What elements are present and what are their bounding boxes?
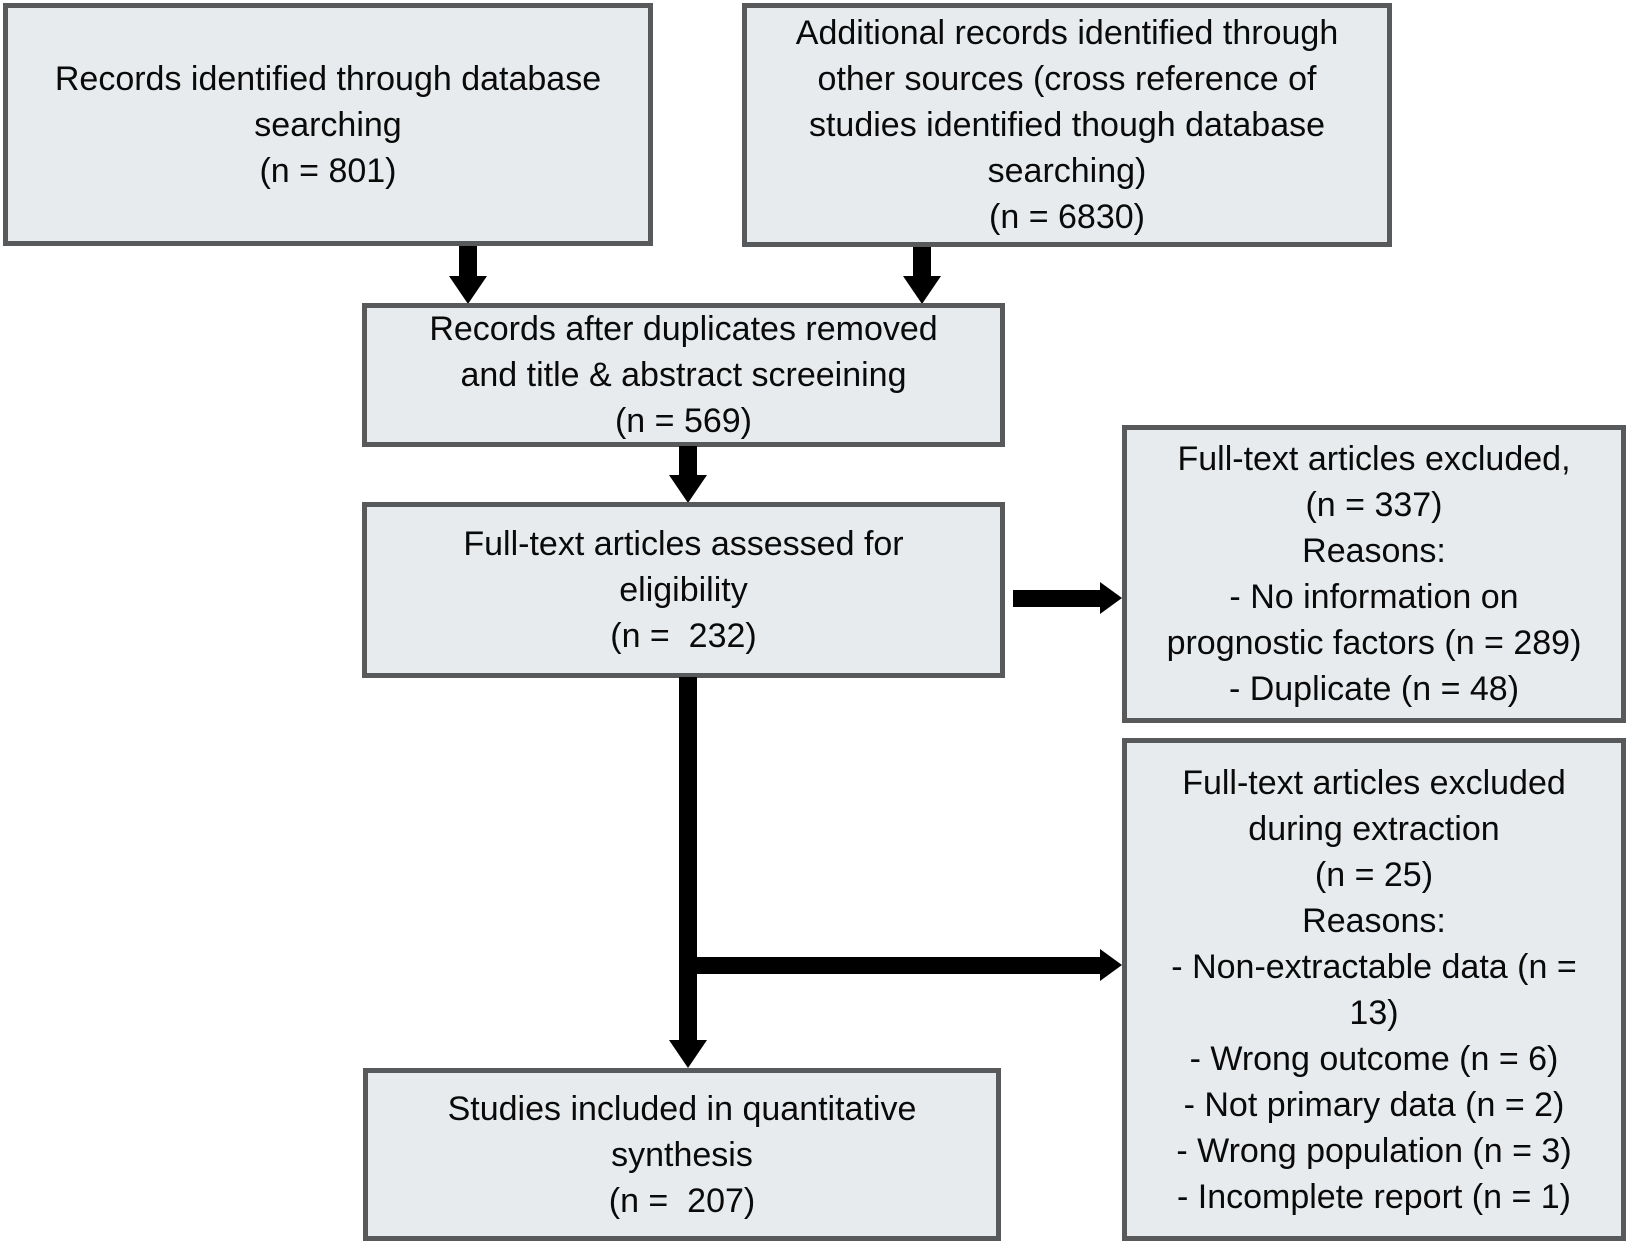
box-records-after-duplicates-removed-text: Records after duplicates removed and tit… (429, 310, 938, 440)
arrow-screening-to-eligibility-head-icon (669, 475, 707, 503)
box-records-identified-database: Records identified through database sear… (3, 3, 653, 246)
arrow-screening-to-eligibility-shaft (679, 446, 697, 478)
box-full-text-assessed-eligibility-text: Full-text articles assessed for eligibil… (463, 525, 904, 655)
arrow-other-sources-to-screening-shaft (913, 247, 931, 278)
arrow-branch-to-excluded-extraction-head-icon (1100, 949, 1122, 981)
box-studies-included-quantitative-synthesis-text: Studies included in quantitative synthes… (447, 1089, 917, 1220)
box-full-text-excluded-during-extraction: Full-text articles excluded during extra… (1122, 738, 1626, 1241)
box-records-identified-database-text: Records identified through database sear… (54, 59, 602, 190)
arrow-eligibility-to-excluded-shaft (1013, 590, 1102, 607)
arrow-other-sources-to-screening-head-icon (903, 276, 941, 304)
box-studies-included-quantitative-synthesis: Studies included in quantitative synthes… (363, 1068, 1001, 1241)
box-full-text-excluded-during-extraction-text: Full-text articles excluded during extra… (1171, 763, 1577, 1216)
box-full-text-excluded-text: Full-text articles excluded, (n = 337) R… (1166, 440, 1582, 708)
box-additional-records-other-sources: Additional records identified through ot… (742, 3, 1392, 247)
arrow-branch-to-excluded-extraction-shaft (679, 957, 1102, 974)
arrow-database-to-screening-head-icon (449, 276, 487, 304)
arrow-eligibility-to-excluded-head-icon (1100, 582, 1122, 614)
arrow-database-to-screening-shaft (459, 246, 477, 278)
box-full-text-excluded: Full-text articles excluded, (n = 337) R… (1122, 425, 1626, 723)
box-records-after-duplicates-removed: Records after duplicates removed and tit… (362, 303, 1005, 447)
connector-eligibility-to-included-shaft (679, 677, 697, 1042)
box-additional-records-other-sources-text: Additional records identified through ot… (795, 14, 1339, 236)
connector-eligibility-to-included-head-icon (669, 1040, 707, 1068)
box-full-text-assessed-eligibility: Full-text articles assessed for eligibil… (362, 502, 1005, 678)
